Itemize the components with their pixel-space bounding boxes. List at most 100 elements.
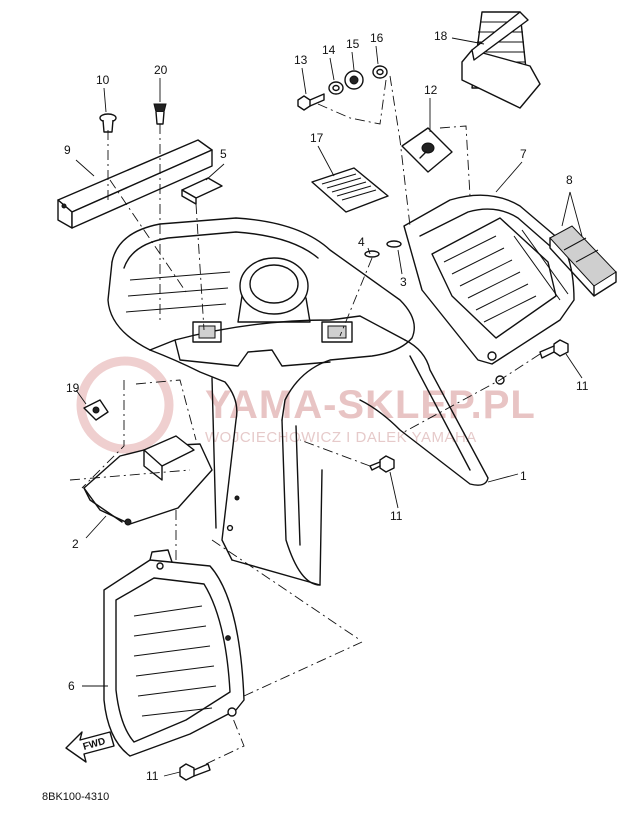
callout-7: 7 <box>520 147 527 161</box>
bolt-head <box>179 763 195 781</box>
part-18-boot <box>461 11 541 109</box>
assembly-line <box>195 203 205 331</box>
headlight-opening <box>249 264 299 304</box>
assembly-line <box>389 75 411 227</box>
assembly-line <box>403 353 541 433</box>
leader-8 <box>561 191 583 237</box>
part-8-pads <box>549 225 617 297</box>
bolt-head <box>379 455 395 473</box>
part-11-bolt-right <box>539 339 569 359</box>
body-bottom-edge <box>231 559 321 586</box>
callout-15: 15 <box>346 37 360 51</box>
part-6-left-cover <box>103 549 245 757</box>
assembly-line <box>69 469 191 481</box>
switch-cover-hole <box>124 518 132 526</box>
bracket-tab <box>419 151 427 159</box>
part-20-clip <box>153 103 167 125</box>
clip-19-hole <box>92 406 100 414</box>
assembly-line <box>109 179 187 293</box>
switch-cover-top <box>143 435 195 467</box>
switch-recess-left <box>192 321 222 343</box>
boot-top <box>471 11 529 61</box>
clip-body <box>155 111 165 125</box>
bolt-shank <box>539 345 555 359</box>
decal-line <box>321 173 357 185</box>
callouts: 1 2 3 4 5 6 7 8 9 10 11 11 11 12 13 14 1… <box>64 29 589 783</box>
decal-line <box>331 181 367 193</box>
callout-5: 5 <box>220 147 227 161</box>
bolt-shank <box>309 93 325 107</box>
callout-18: 18 <box>434 29 448 43</box>
watermark-main-text: YAMA-SKLEP.PL <box>205 383 536 427</box>
callout-12: 12 <box>424 83 438 97</box>
decal-line <box>326 177 362 189</box>
leader-4 <box>367 247 371 255</box>
left-cover-tab <box>149 549 173 563</box>
leader-14 <box>329 57 335 81</box>
part-15-grommet <box>344 70 364 90</box>
part-3-pin <box>386 240 402 248</box>
callout-20: 20 <box>154 63 168 77</box>
watermark-ring <box>76 356 174 454</box>
leader-15 <box>351 51 355 71</box>
assembly-line <box>135 379 197 441</box>
pad-upper-edge <box>549 237 617 297</box>
cushion-side-face <box>71 149 213 229</box>
assembly-line <box>339 257 373 337</box>
collar <box>372 65 388 79</box>
bracket-hole <box>421 142 435 154</box>
left-cover-hole <box>225 635 231 641</box>
headlight-base <box>237 295 311 323</box>
callout-19: 19 <box>66 381 80 395</box>
leader-lines <box>75 37 583 777</box>
body-rib <box>125 303 227 313</box>
switch-recess-right-inner <box>327 325 347 339</box>
assembly-line <box>317 79 387 125</box>
body-rib <box>127 287 229 297</box>
callout-9: 9 <box>64 143 71 157</box>
part-10-clip <box>99 113 117 133</box>
decal-line <box>336 185 372 197</box>
assembly-line <box>205 715 245 765</box>
assembly-line <box>439 125 471 197</box>
leader-10 <box>103 87 107 113</box>
body-rib <box>129 271 231 281</box>
decal-outline <box>311 167 389 213</box>
part-14-washer <box>328 81 344 95</box>
bolt-head <box>297 95 311 111</box>
callout-17: 17 <box>310 131 324 145</box>
part-1-front-body <box>107 217 489 586</box>
left-cover-outline <box>103 559 245 757</box>
body-centre-column-inner <box>295 425 301 546</box>
right-cover-outline <box>403 194 575 365</box>
part-7-right-cover <box>403 194 575 385</box>
leader-11c <box>163 771 181 777</box>
left-cover-mount <box>156 562 164 570</box>
part-17-decal <box>311 167 389 213</box>
right-cover-grille-frame <box>431 217 557 339</box>
left-cover-inner-frame <box>115 577 231 743</box>
part-11-bolt-centre <box>369 455 395 473</box>
body-deck-line <box>149 315 406 351</box>
right-cover-mount <box>487 351 497 361</box>
bolt-shank <box>193 763 211 777</box>
callout-3: 3 <box>400 275 407 289</box>
body-right-wing <box>359 339 489 486</box>
leader-5 <box>205 163 225 181</box>
fwd-arrow-shape <box>65 731 115 763</box>
callout-1: 1 <box>520 469 527 483</box>
body-top-rail <box>111 217 415 421</box>
body-left-wing-inner <box>211 377 217 529</box>
callout-11-bottom: 11 <box>146 769 159 783</box>
pin-head <box>364 250 380 258</box>
callout-11-right: 11 <box>576 379 589 393</box>
part-4-pin <box>364 250 380 258</box>
collar-hole <box>376 68 384 76</box>
switch-cover-lip <box>83 487 123 523</box>
body-top-rail-inner <box>123 231 319 269</box>
assembly-line <box>299 439 371 467</box>
leader-19 <box>75 389 87 405</box>
body-front-lip <box>174 339 331 367</box>
mount-hole <box>234 495 240 501</box>
